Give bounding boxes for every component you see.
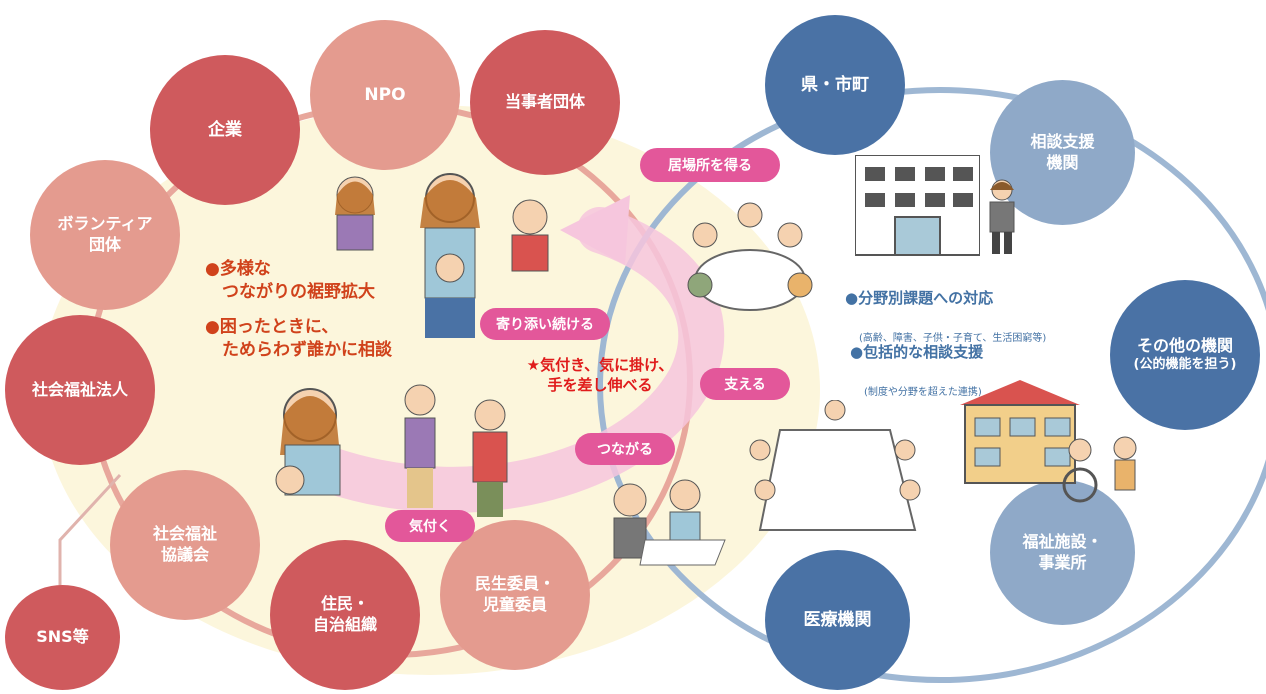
people-illustration bbox=[404, 384, 508, 517]
sns-connector bbox=[58, 473, 122, 600]
node-jumin: 住民・ 自治組織 bbox=[270, 540, 420, 690]
pill-ibasho-label: 居場所を得る bbox=[668, 158, 752, 174]
pill-yorisoi-label: 寄り添い続ける bbox=[496, 317, 594, 333]
node-shakai-hojin: 社会福祉法人 bbox=[5, 315, 155, 465]
node-sodan-label: 相談支援 機関 bbox=[1030, 131, 1095, 172]
pill-yorisoi: 寄り添い続ける bbox=[480, 308, 610, 340]
node-volunteer: ボランティア 団体 bbox=[30, 160, 180, 310]
counselor-illustration bbox=[613, 479, 726, 566]
node-kigyo-label: 企業 bbox=[208, 119, 242, 140]
small-woman-illustration bbox=[335, 176, 375, 251]
agency-ring bbox=[597, 87, 1266, 683]
left-note-2: ●困ったときに、 ためらわず誰かに相談 bbox=[205, 317, 392, 360]
node-kyogikai: 社会福祉 協議会 bbox=[110, 470, 260, 620]
mother-child-illustration bbox=[420, 173, 480, 338]
pill-kizuku: 気付く bbox=[385, 510, 475, 542]
center-message: ★気付き、気に掛け、 手を差し伸べる bbox=[526, 356, 674, 395]
node-fukushi-label: 福祉施設・ 事業所 bbox=[1022, 531, 1103, 572]
person-icon bbox=[989, 179, 1015, 254]
pill-sasaeru: 支える bbox=[700, 368, 790, 400]
right-note-2: ●包括的な相談支援 (制度や分野を超えた連携) bbox=[850, 322, 983, 417]
group-meeting-illustration bbox=[687, 202, 813, 311]
node-minsei-label: 民生委員・ 児童委員 bbox=[474, 574, 555, 614]
node-sodan: 相談支援 機関 bbox=[990, 80, 1135, 225]
node-sonota-label: その他の機関 bbox=[1136, 336, 1233, 356]
node-sonota-sublabel: (公的機能を担う) bbox=[1133, 356, 1237, 372]
meeting-table-illustration bbox=[749, 400, 921, 531]
left-note-1: ●多様な つながりの裾野拡大 bbox=[205, 259, 375, 302]
node-jumin-label: 住民・ 自治組織 bbox=[312, 594, 377, 634]
node-kyogikai-label: 社会福祉 協議会 bbox=[152, 524, 217, 564]
node-tojisha-label: 当事者団体 bbox=[504, 92, 585, 112]
node-shakai-hojin-label: 社会福祉法人 bbox=[31, 379, 128, 399]
node-volunteer-label: ボランティア 団体 bbox=[57, 214, 153, 254]
node-npo-label: NPO bbox=[364, 84, 406, 105]
pill-kizuku-label: 気付く bbox=[409, 519, 451, 535]
node-iryo-label: 医療機関 bbox=[803, 609, 872, 630]
node-ken: 県・市町 bbox=[765, 15, 905, 155]
elderly-man-illustration bbox=[511, 199, 549, 272]
node-iryo: 医療機関 bbox=[765, 550, 910, 690]
node-ken-label: 県・市町 bbox=[801, 74, 869, 95]
node-sns-label: SNS等 bbox=[36, 627, 89, 647]
node-minsei: 民生委員・ 児童委員 bbox=[440, 520, 590, 670]
pill-sasaeru-label: 支える bbox=[724, 377, 766, 393]
care-facility-icon bbox=[960, 380, 1080, 484]
node-sonota: その他の機関 (公的機能を担う) bbox=[1110, 280, 1260, 430]
pill-tsunagaru-label: つながる bbox=[597, 442, 653, 458]
pill-ibasho: 居場所を得る bbox=[640, 148, 780, 182]
right-note-1-head: ●分野別課題への対応 bbox=[845, 289, 994, 307]
node-npo: NPO bbox=[310, 20, 460, 170]
right-note-1: ●分野別課題への対応 (高齢、障害、子供・子育て、生活困窮等) bbox=[845, 268, 1046, 363]
right-note-2-head: ●包括的な相談支援 bbox=[850, 343, 984, 361]
node-fukushi: 福祉施設・ 事業所 bbox=[990, 480, 1135, 625]
node-kigyo: 企業 bbox=[150, 55, 300, 205]
node-sns: SNS等 bbox=[5, 585, 120, 690]
right-note-2-sub: (制度や分野を超えた連携) bbox=[864, 387, 982, 398]
distressed-mother-illustration bbox=[275, 388, 341, 496]
wheelchair-icon bbox=[1062, 436, 1137, 503]
cycle-arrow bbox=[307, 207, 725, 513]
right-note-1-sub: (高齢、障害、子供・子育て、生活困窮等) bbox=[859, 333, 1047, 344]
building-icon bbox=[855, 155, 980, 256]
cycle-arrow-head bbox=[560, 195, 630, 265]
node-tojisha: 当事者団体 bbox=[470, 30, 620, 175]
pill-tsunagaru: つながる bbox=[575, 433, 675, 465]
